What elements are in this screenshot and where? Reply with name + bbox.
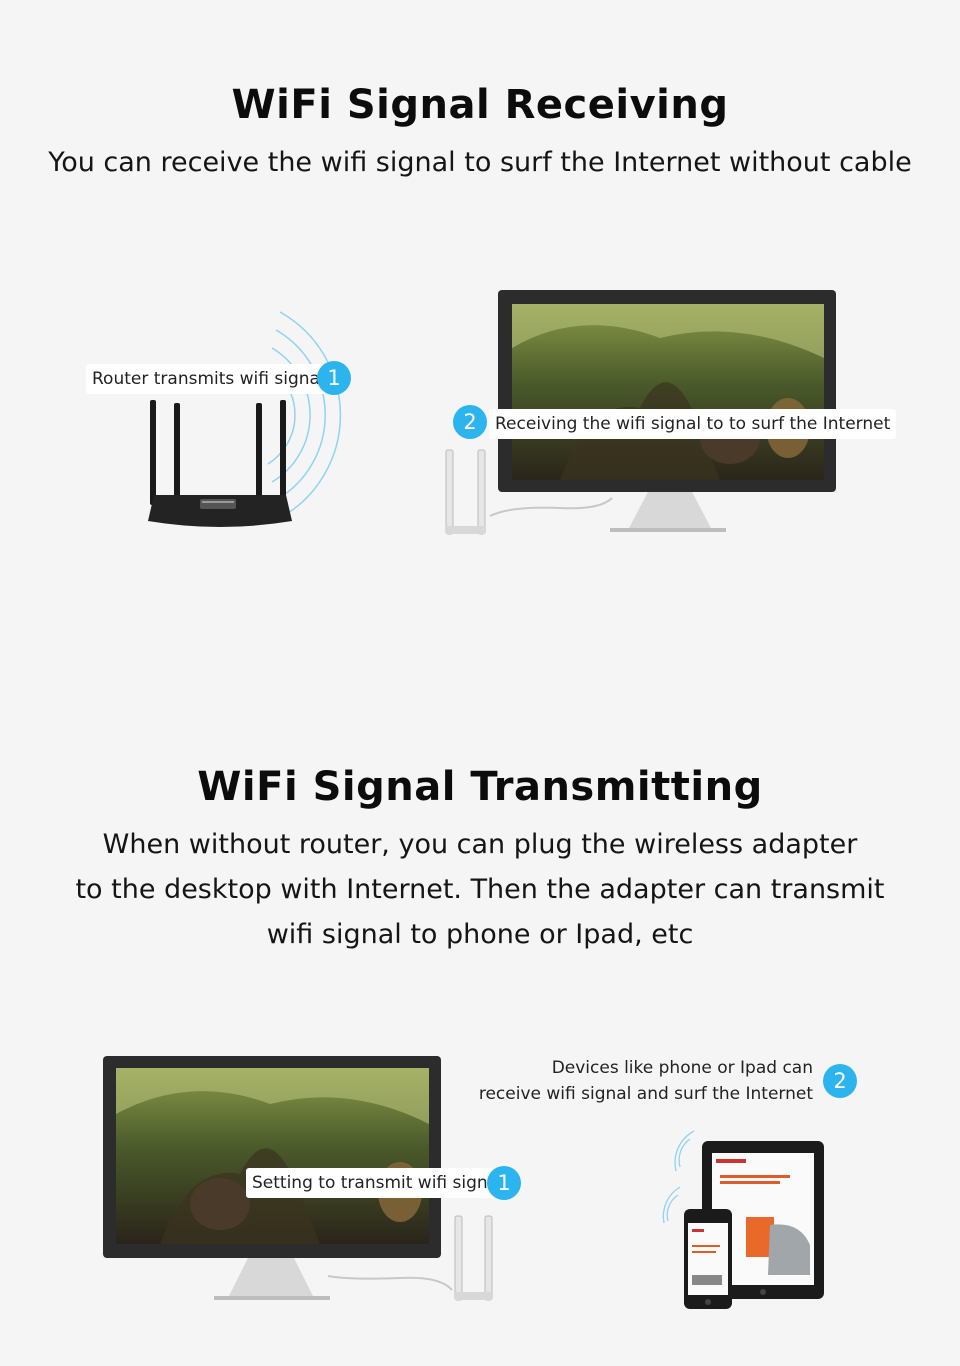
subtitle-line: to the desktop with Internet. Then the a… <box>75 874 885 905</box>
step1-label: Router transmits wifi signal <box>86 364 331 394</box>
step1-label: Setting to transmit wifi signal <box>246 1168 509 1198</box>
section2-title: WiFi Signal Transmitting <box>197 764 763 810</box>
step2-label-line: Devices like phone or Ipad can <box>551 1058 813 1078</box>
section1-title: WiFi Signal Receiving <box>231 82 729 128</box>
subtitle-line: wifi signal to phone or Ipad, etc <box>266 919 694 950</box>
step1-badge: 1 <box>487 1166 521 1200</box>
monitor-illustration <box>103 1056 493 1301</box>
subtitle-line: When without router, you can plug the wi… <box>102 829 858 860</box>
step2-badge: 2 <box>823 1064 857 1098</box>
phone-tablet-illustration <box>662 1130 824 1309</box>
section1-subtitle: You can receive the wifi signal to surf … <box>48 147 912 178</box>
step2-label: Devices like phone or Ipad can receive w… <box>440 1055 813 1107</box>
router-illustration <box>148 400 292 527</box>
step1-badge: 1 <box>317 361 351 395</box>
step2-label: Receiving the wifi signal to to surf the… <box>489 409 897 439</box>
step2-badge: 2 <box>453 405 487 439</box>
section2-subtitle: When without router, you can plug the wi… <box>0 822 960 957</box>
step2-label-line: receive wifi signal and surf the Interne… <box>478 1084 813 1104</box>
